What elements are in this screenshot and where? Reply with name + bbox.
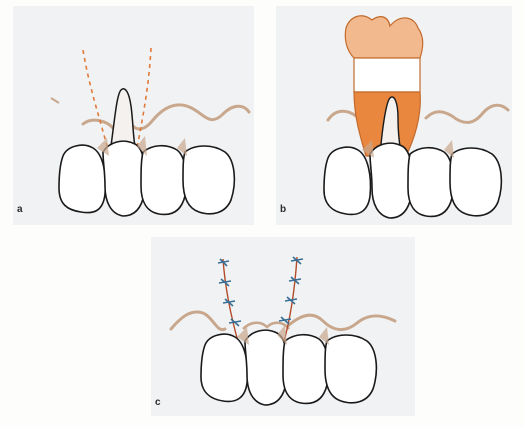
tooth-2 [103,141,146,216]
panel-b: b [276,6,512,225]
tooth-3 [408,148,454,217]
panel-label-b: b [280,204,286,215]
papilla-peak [111,89,135,146]
gingival-margin [83,105,249,129]
panel-c-illustration [151,237,415,416]
panel-c: c [151,237,415,416]
panel-label-a: a [17,204,23,215]
tooth-2 [370,143,413,218]
tooth-4 [450,148,501,216]
sutures-left [218,259,241,326]
reflected-flap-top [345,16,423,58]
gingiva-mark [51,98,59,103]
panel-a-illustration [13,6,254,225]
panel-label-c: c [155,397,161,408]
tooth-4 [183,146,234,214]
tooth-4 [325,335,376,403]
panel-a: a [13,6,254,225]
tooth-3 [141,146,187,215]
tooth-2 [245,330,288,405]
tooth-3 [283,335,329,404]
incision-line-left [83,50,107,146]
papilla-arch [243,323,289,329]
incision-line-right [137,48,151,148]
tooth-1 [201,334,248,401]
tooth-1 [59,145,106,212]
tooth-1 [324,147,371,214]
sutures-right [279,257,303,324]
panel-b-illustration [276,6,512,225]
reflected-flap-band [354,58,420,92]
